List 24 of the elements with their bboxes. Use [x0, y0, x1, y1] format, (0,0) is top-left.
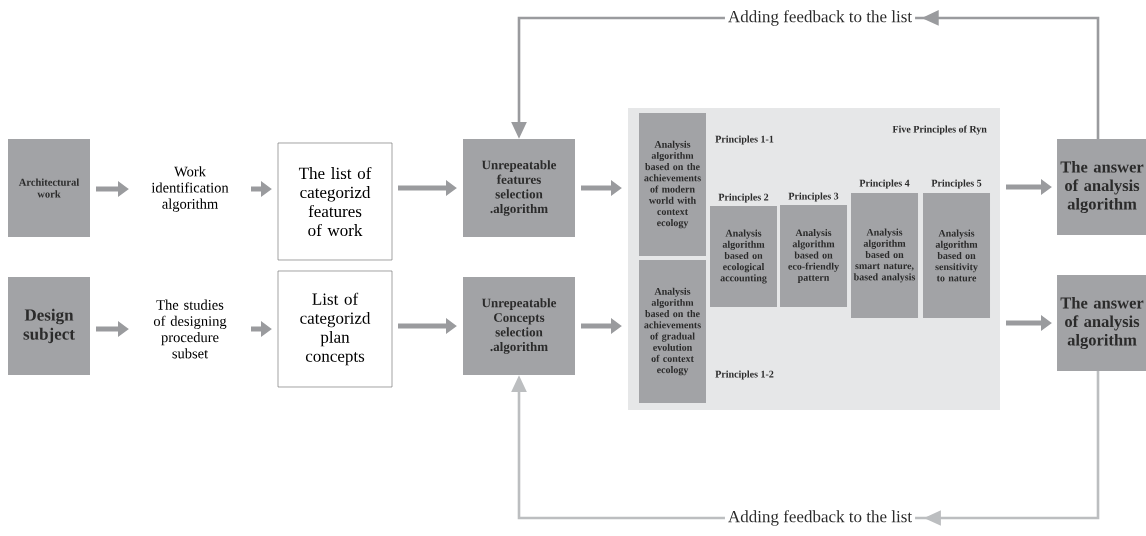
process-box: Unrepeatable features selection .algorithm — [463, 139, 575, 237]
principle-label: Principles 2 — [718, 193, 769, 203]
process-box: Analysis algorithm based on ecological accounting — [710, 206, 777, 307]
principle-label: Principles 3 — [788, 192, 839, 202]
process-box: Unrepeatable Concepts selection .algorithm — [463, 277, 575, 375]
list-box: List of categorizd plan concepts — [277, 270, 393, 388]
list-box: The list of categorizd features of work — [277, 142, 393, 261]
process-box: The answer of analysis algorithm — [1057, 275, 1146, 371]
edge-label: Adding feedback to the list — [724, 507, 916, 529]
principle-label: Principles 5 — [931, 179, 982, 189]
process-box: Architectural work — [8, 139, 90, 237]
process-text: The studies of designing procedure subset — [153, 299, 227, 359]
edge-label: Adding feedback to the list — [724, 7, 916, 29]
process-text: Work identification algorithm — [151, 166, 229, 212]
principle-label: Principles 1-1 — [715, 135, 774, 145]
process-box: Analysis algorithm based on the achievements of modern world with context ecology — [639, 113, 706, 256]
process-box: Design subject — [8, 277, 90, 375]
process-box: Analysis algorithm based on the achievements of gradual evolution of context ecology — [639, 260, 706, 403]
process-box: Analysis algorithm based on eco-friendly pattern — [780, 205, 847, 307]
principle-label: Principles 4 — [859, 179, 910, 189]
process-box: Analysis algorithm based on sensitivity to nature — [923, 193, 990, 318]
process-box: The answer of analysis algorithm — [1057, 139, 1146, 235]
process-box: Analysis algorithm based on smart nature, based analysis — [851, 193, 918, 318]
principle-label: Principles 1-2 — [715, 370, 774, 380]
